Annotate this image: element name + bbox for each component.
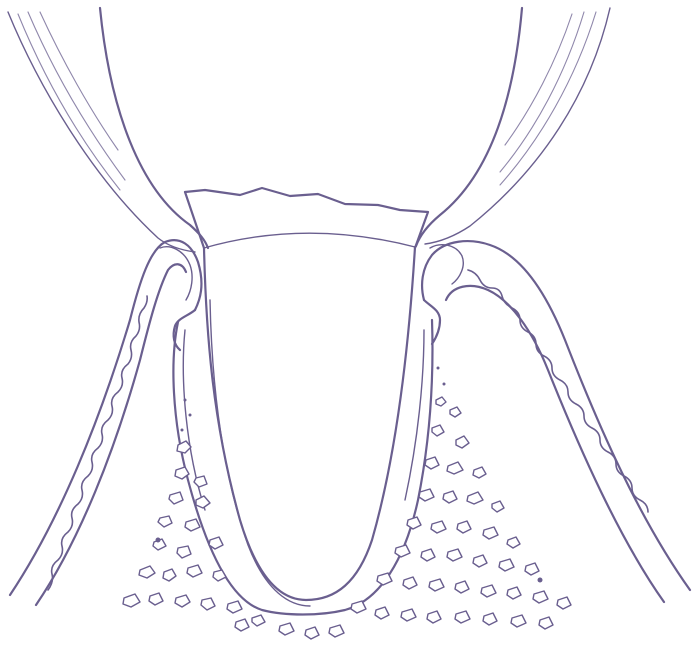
gingiva-right-outer [422,241,690,590]
bone-particle [149,593,163,605]
root-outline [204,247,415,600]
bone-particle [427,611,441,623]
left-crown-hatch-3 [40,12,118,150]
bone-particle [473,555,487,567]
bone-particle [539,617,553,629]
bone-particle [419,489,434,501]
gingiva-left-papilla [160,247,192,300]
left-crown-hatch-2 [28,12,125,180]
bone-particle [169,492,183,504]
gingiva-right-wavy [468,270,648,512]
bone-particle [401,609,416,621]
bone-particle [305,627,319,639]
gingiva-left-outer [10,240,201,595]
bone-particle [447,462,463,474]
right-crown-hatch-1 [500,12,596,185]
bone-particle [175,595,190,607]
gingiva-left-wavy [48,296,147,590]
bone-particle [395,545,410,557]
bone-particle [432,425,444,436]
bone-particle [525,563,539,575]
cementoenamel-line [204,233,415,248]
bone-particle [158,516,172,527]
bone-particle [187,565,202,577]
broken-crown-edge [185,188,428,248]
gingiva-right-inner [446,286,664,602]
socket [173,320,432,615]
bone-particle [483,527,498,539]
bone-particle [436,397,446,406]
bone-particle [213,570,226,581]
bone-particle [533,591,548,603]
bone-particle [185,519,200,531]
bone-particle [450,407,461,417]
bone-particles-left [123,399,265,627]
bone-particle [557,597,571,609]
bone-particle [429,579,444,591]
right-crown-outline [416,8,522,246]
crown-left-side [185,192,204,248]
bone-particle [209,537,223,549]
right-crown-hatch-2 [500,12,584,172]
bone-particle [407,517,421,529]
bone-particle [499,559,514,571]
bone-dot [443,383,446,386]
gingiva-left-inner [36,264,186,605]
bone-particle [375,607,389,619]
bone-particle [483,613,497,625]
bone-particle [507,537,520,548]
bone-particle [431,521,446,533]
bone-particle [177,546,191,558]
bone-dot [189,414,192,417]
bone-particle [403,577,417,589]
bone-particle [329,625,344,637]
socket-inner-right [405,330,424,500]
bone-particle [456,436,469,448]
bone-particle [457,521,471,533]
bone-particle [447,549,462,561]
bone-particle [227,601,242,613]
bone-particle [425,457,439,469]
bone-particle [455,611,470,623]
bone-particle [139,566,155,578]
bone-particle [163,569,176,581]
bone-particle [455,581,469,593]
bone-particle [196,496,210,508]
bone-particle [443,491,457,503]
gingiva-right [422,241,690,602]
bone-particle [511,615,526,627]
bone-particle [473,467,486,478]
bone-particle [123,594,140,607]
bone-particle [492,501,504,512]
bone-particle [252,615,265,626]
bone-dot [181,429,184,432]
bone-dot [538,578,543,583]
bone-particle [279,623,294,635]
bone-particle [351,601,366,613]
bone-dot [184,399,187,402]
adjacent-crowns [8,8,610,252]
bone-particle [421,549,435,561]
bone-particle [235,619,249,631]
gingiva-left [10,240,201,605]
bone-dot [437,367,440,370]
socket-wall-left [173,320,432,615]
bone-particle [507,587,521,599]
right-crown-hatch-3 [505,14,572,145]
bone-dot [156,538,161,543]
bone-particles-right [351,367,571,630]
left-crown-outer-edge [8,12,195,252]
bone-particle [194,476,207,487]
bone-particle [467,492,483,504]
bone-particle [201,598,215,610]
bone-particle [481,585,496,597]
